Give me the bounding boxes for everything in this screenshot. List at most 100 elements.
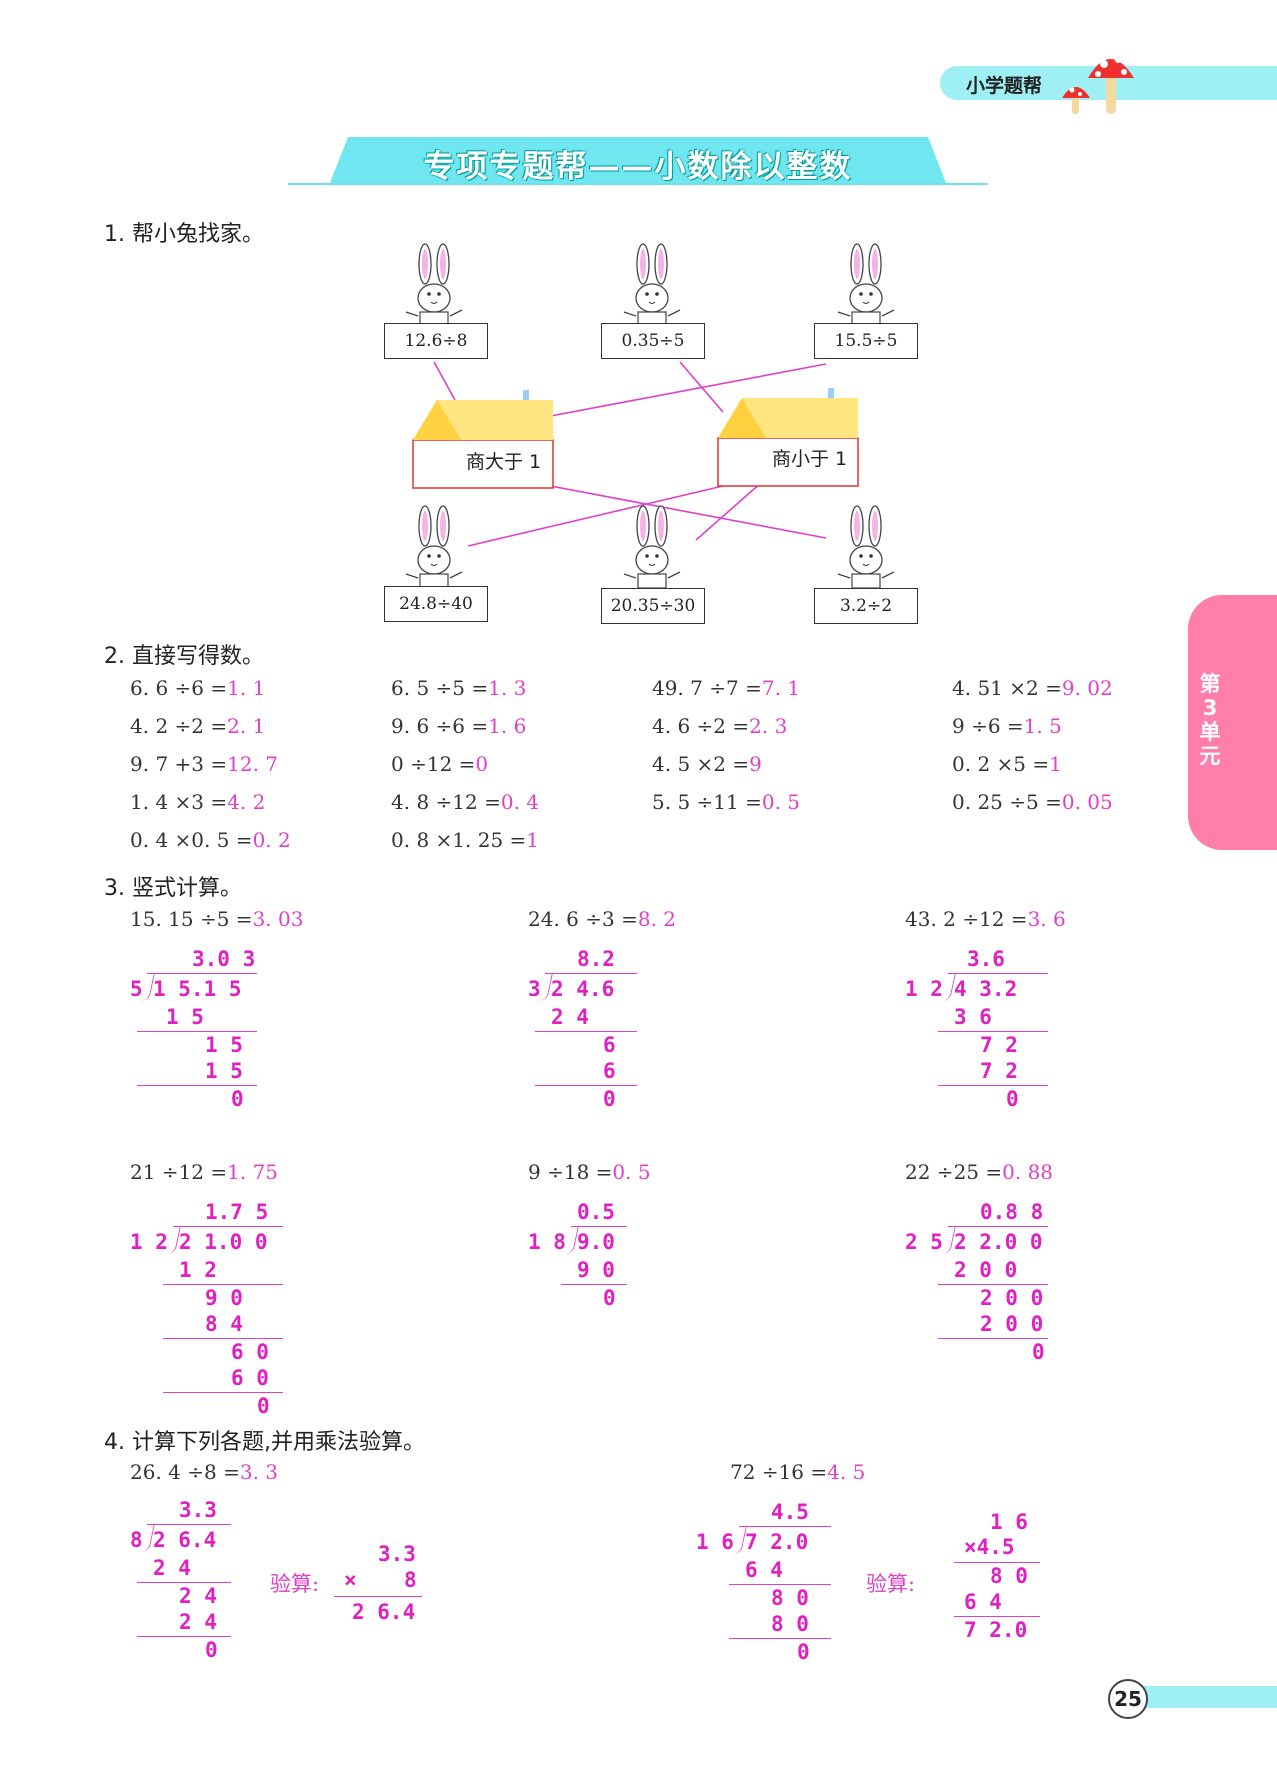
unit-char: 第 (1199, 672, 1221, 696)
expression: 21 ÷12 = (130, 1160, 228, 1184)
check-line: 7 2.0 (964, 1618, 1028, 1642)
step-rule (729, 1584, 831, 1585)
step-line: 1 2 (179, 1258, 217, 1282)
step-line: 6 0 (231, 1366, 269, 1390)
step-line: 3 6 (954, 1005, 992, 1029)
step-rule (938, 1284, 1048, 1285)
expression-box: 24.8÷40 (384, 586, 488, 622)
expression: 4. 6 ÷2 = (652, 714, 750, 738)
expression: 49. 7 ÷7 = (652, 676, 762, 700)
step-line: 6 (603, 1033, 616, 1057)
oral-calc-item: 0. 2 ×5 =1 (952, 752, 1062, 776)
expression: 0. 2 ×5 = (952, 752, 1050, 776)
dividend: 4 3.2 (954, 977, 1018, 1001)
answer: 1. 5 (1023, 714, 1062, 738)
divisor: 5 (130, 977, 143, 1001)
oral-calc-item: 9. 7 +3 =12. 7 (130, 752, 278, 776)
unit-char: 元 (1199, 744, 1221, 768)
step-line: 9 0 (205, 1286, 243, 1310)
oral-calc-item: 4. 5 ×2 =9 (652, 752, 762, 776)
unit-tab-label: 第 3 单 元 (1188, 672, 1232, 768)
step-rule (561, 1284, 627, 1285)
expression: 5. 5 ÷11 = (652, 790, 762, 814)
oral-calc-item: 4. 8 ÷12 =0. 4 (391, 790, 539, 814)
step-line: 0 (1032, 1340, 1045, 1364)
check-rule (954, 1562, 1040, 1563)
expression: 0. 4 ×0. 5 = (130, 828, 253, 852)
expression: 9 ÷6 = (952, 714, 1024, 738)
answer: 0. 4 (500, 790, 540, 814)
dividend: 2 4.6 (551, 977, 615, 1001)
q1-title: 1. 帮小兔找家。 (104, 222, 264, 247)
quotient: 1.7 5 (205, 1200, 269, 1224)
oral-calc-item: 49. 7 ÷7 =7. 1 (652, 676, 800, 700)
divisor: 1 2 (905, 977, 943, 1001)
expression-box: 0.35÷5 (601, 323, 705, 359)
quotient: 3.3 (179, 1498, 217, 1522)
mushroom-icon (1062, 57, 1134, 114)
step-line: 2 0 0 (980, 1286, 1044, 1310)
quotient: 8.2 (577, 947, 615, 971)
expression: 15. 15 ÷5 = (130, 907, 253, 931)
oral-calc-item: 5. 5 ÷11 =0. 5 (652, 790, 800, 814)
expression-box: 15.5÷5 (814, 323, 918, 359)
unit-char: 单 (1199, 720, 1221, 744)
expression: 4. 2 ÷2 = (130, 714, 228, 738)
divisor: 2 5 (905, 1230, 943, 1254)
answer: 1 (526, 828, 540, 852)
step-line: 6 0 (231, 1340, 269, 1364)
check-label: 验算: (866, 1572, 916, 1596)
step-rule (137, 1031, 257, 1032)
divisor: 3 (528, 977, 541, 1001)
dividend: 2 1.0 0 (179, 1230, 268, 1254)
step-rule (163, 1338, 283, 1339)
step-rule (535, 1085, 637, 1086)
division-bracket (948, 973, 1048, 1004)
oral-calc-item: 1. 4 ×3 =4. 2 (130, 790, 265, 814)
step-rule (137, 1636, 231, 1637)
oral-calc-item: 4. 6 ÷2 =2. 3 (652, 714, 787, 738)
answer: 0. 5 (761, 790, 801, 814)
step-rule (163, 1284, 283, 1285)
step-rule (938, 1338, 1048, 1339)
unit-char: 3 (1202, 696, 1218, 720)
vertical-calc-equation: 9 ÷18 =0. 5 (528, 1160, 651, 1184)
check-line: 3.3 (378, 1542, 416, 1566)
quotient: 3.6 (967, 947, 1005, 971)
step-line: 0 (603, 1286, 616, 1310)
oral-calc-item: 4. 2 ÷2 =2. 1 (130, 714, 265, 738)
answer: 4. 2 (227, 790, 266, 814)
answer: 0 (475, 752, 489, 776)
oral-calc-item: 9. 6 ÷6 =1. 6 (391, 714, 526, 738)
expression: 6. 5 ÷5 = (391, 676, 489, 700)
page-title: 专项专题帮——小数除以整数 (423, 149, 853, 185)
q3-title: 3. 竖式计算。 (104, 876, 242, 901)
oral-calc-item: 4. 51 ×2 =9. 02 (952, 676, 1113, 700)
house-label: 商小于 1 (772, 448, 848, 470)
step-line: 1 5 (205, 1059, 243, 1083)
check-line: 1 6 (990, 1510, 1028, 1534)
brand-title: 小学题帮 (966, 75, 1043, 97)
answer: 7. 1 (761, 676, 801, 700)
step-rule (729, 1638, 831, 1639)
check-rule (954, 1616, 1040, 1617)
divisor: 1 2 (130, 1230, 168, 1254)
page-number: 25 (1108, 1679, 1148, 1719)
step-rule (163, 1392, 283, 1393)
quotient: 4.5 (771, 1500, 809, 1524)
step-line: 2 4 (179, 1610, 217, 1634)
expression: 1. 4 ×3 = (130, 790, 228, 814)
oral-calc-item: 9 ÷6 =1. 5 (952, 714, 1062, 738)
oral-calc-item: 0 ÷12 =0 (391, 752, 488, 776)
check-line: 2 6.4 (352, 1600, 416, 1624)
unit-tab (1188, 595, 1277, 850)
expression: 9. 7 +3 = (130, 752, 228, 776)
oral-calc-item: 0. 8 ×1. 25 =1 (391, 828, 539, 852)
step-line: 2 0 0 (954, 1258, 1018, 1282)
page-number-bar (1125, 1686, 1277, 1708)
expression: 43. 2 ÷12 = (905, 907, 1028, 931)
division-bracket (739, 1526, 831, 1557)
answer: 1. 6 (488, 714, 527, 738)
step-line: 9 0 (577, 1258, 615, 1282)
step-line: 8 0 (771, 1586, 809, 1610)
